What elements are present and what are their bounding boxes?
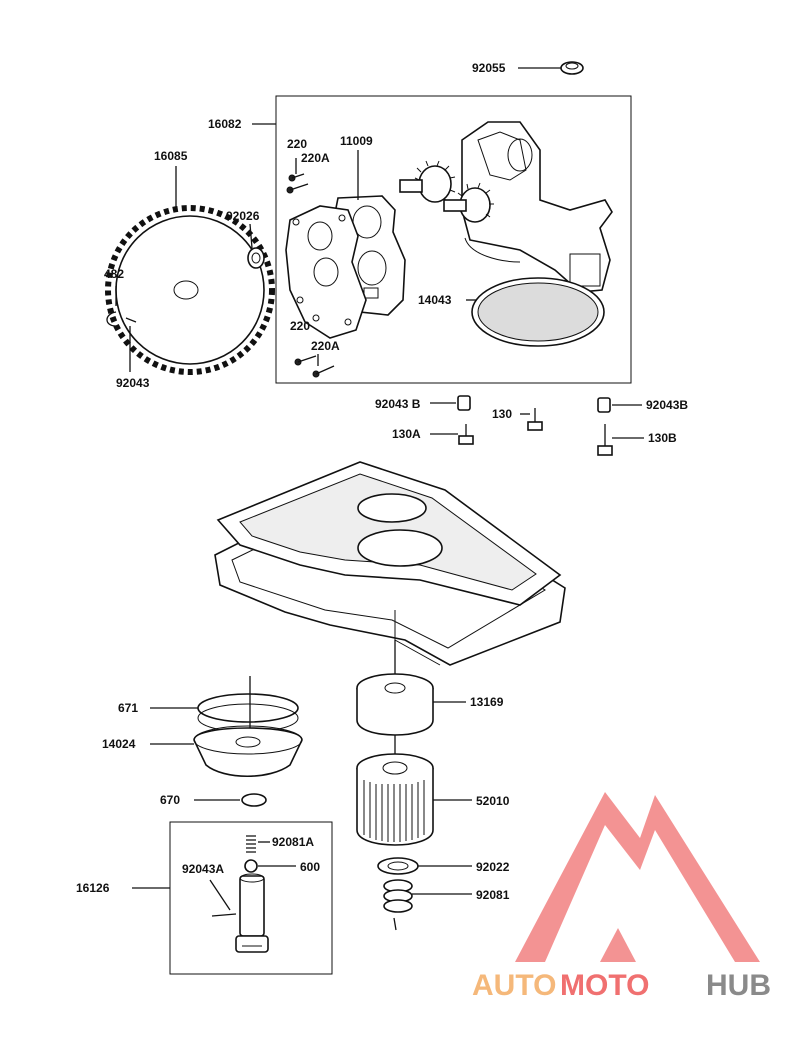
label-13169: 13169 [470,695,504,709]
label-16085: 16085 [154,149,188,163]
watermark-auto: AUTO [472,969,556,1002]
label-92022: 92022 [476,860,510,874]
part-92043B-left-dowel [430,395,471,411]
label-92081A: 92081A [272,835,314,849]
logo-inner-mark [600,928,636,962]
label-220-top: 220 [287,137,307,151]
part-14024-screen-cover [150,725,303,778]
label-92043B-left: 92043 B [375,397,421,411]
logo-inner-cutout [575,880,660,962]
bolts-220-bottom [294,354,335,378]
label-482: 482 [104,267,124,281]
label-92043: 92043 [116,376,150,390]
label-16126: 16126 [76,881,110,895]
part-14043-strainer [466,277,605,347]
pump-body [461,121,613,293]
part-92043-pin [125,317,137,372]
label-600: 600 [300,860,320,874]
label-130: 130 [492,407,512,421]
part-13169-magnet [356,640,466,736]
watermark-moto: MOTO [560,969,649,1002]
pump-gears [399,160,494,223]
oil-pan-gasket [216,461,562,606]
part-130B-bolt [597,424,644,456]
label-92043B-right: 92043B [646,398,688,412]
label-92043A: 92043A [182,862,224,876]
relief-valve-body [235,873,269,953]
watermark-hub: HUB [706,969,771,1002]
label-11009: 11009 [340,134,373,148]
label-92081: 92081 [476,888,510,902]
bolts-220-top [286,158,309,194]
label-220A-top: 220A [301,151,330,165]
label-14043: 14043 [418,293,452,307]
part-600-ball [244,859,296,873]
automotohub-logo [515,792,760,962]
label-16082: 16082 [208,117,242,131]
oil-pump-assembly-box [275,95,632,384]
label-220-bottom: 220 [290,319,310,333]
label-220A-bottom: 220A [311,339,340,353]
label-14024: 14024 [102,737,136,751]
part-670-o-ring [194,793,267,807]
label-130B: 130B [648,431,677,445]
part-92055-seal [518,61,584,75]
part-92081A-spring [246,835,270,853]
part-671-screen [150,676,299,733]
label-92055: 92055 [472,61,506,75]
part-16085-sprocket [105,166,275,375]
label-671: 671 [118,701,138,715]
part-92043B-right-dowel [597,397,642,413]
label-130A: 130A [392,427,421,441]
label-670: 670 [160,793,180,807]
pump-cover [285,205,367,339]
label-52010: 52010 [476,794,510,808]
part-92022-washer [377,857,472,875]
logo-triangle-mark [515,792,760,962]
part-52010-oil-filter [356,735,472,846]
part-92026-washer [247,223,265,269]
relief-valve-box [169,821,333,975]
part-92043A-pin [209,879,237,917]
label-92026: 92026 [226,209,260,223]
part-130-bolt [520,408,543,431]
part-92081-spring [383,879,472,931]
part-482-circlip [106,286,117,327]
part-130A-bolt [430,424,474,445]
